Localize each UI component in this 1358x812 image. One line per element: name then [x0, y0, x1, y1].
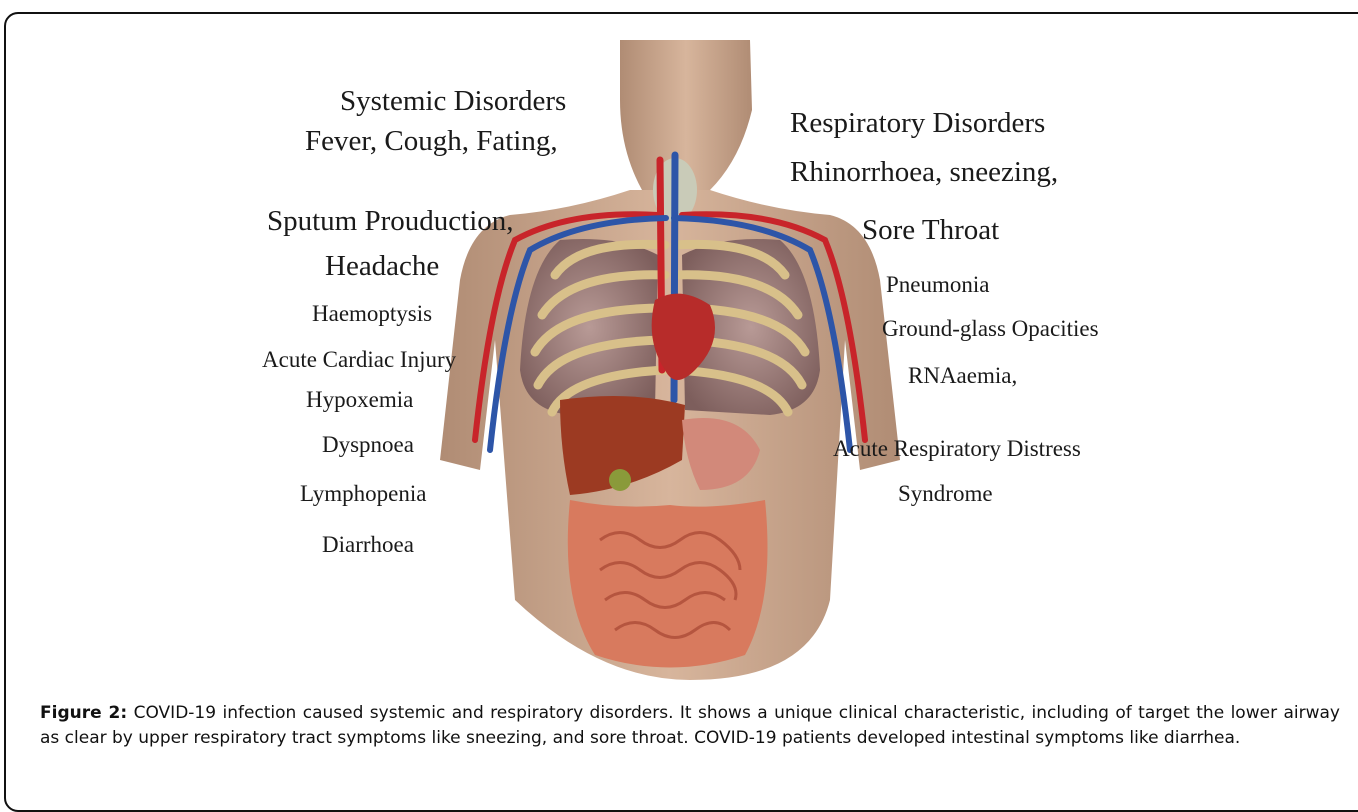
label-sputum-production: Sputum Prouduction, [267, 207, 514, 236]
label-systemic-disorders: Systemic Disorders [340, 87, 566, 116]
label-ground-glass-opacities: Ground-glass Opacities [882, 317, 1099, 340]
label-ards: Acute Respiratory Distress [833, 437, 1081, 460]
caption-text: COVID-19 infection caused systemic and r… [40, 703, 1340, 748]
gallbladder [609, 469, 631, 491]
label-syndrome: Syndrome [898, 482, 993, 505]
label-pneumonia: Pneumonia [886, 273, 990, 296]
label-headache: Headache [325, 252, 439, 281]
label-sore-throat: Sore Throat [862, 216, 999, 245]
label-diarrhoea: Diarrhoea [322, 533, 414, 556]
figure-caption: Figure 2: COVID-19 infection caused syst… [40, 701, 1340, 751]
label-haemoptysis: Haemoptysis [312, 302, 432, 325]
label-lymphopenia: Lymphopenia [300, 482, 426, 505]
label-rnaaemia: RNAaemia, [908, 364, 1017, 387]
label-hypoxemia: Hypoxemia [306, 388, 413, 411]
label-fever-cough: Fever, Cough, Fating, [305, 127, 558, 156]
label-respiratory-disorders: Respiratory Disorders [790, 109, 1045, 138]
label-dyspnoea: Dyspnoea [322, 433, 414, 456]
caption-label: Figure 2: [40, 703, 127, 723]
large-intestine [568, 500, 768, 668]
label-acute-cardiac-injury: Acute Cardiac Injury [262, 348, 456, 371]
label-rhinorrhoea: Rhinorrhoea, sneezing, [790, 158, 1058, 187]
